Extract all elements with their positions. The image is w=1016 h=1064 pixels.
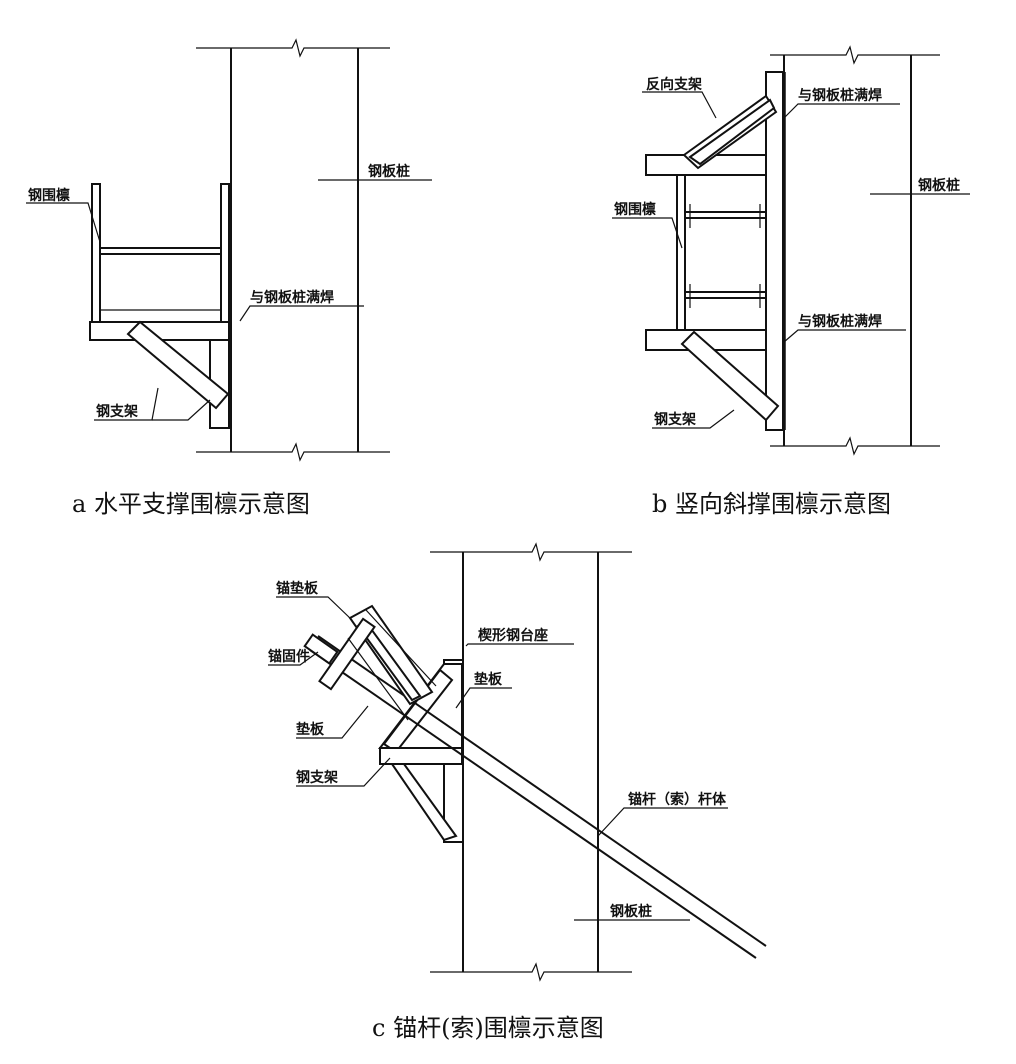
panel-c-pad-left-label: 垫板 [296,721,325,738]
panel-b-sheet-pile-label: 钢板桩 [918,177,960,194]
panel-b-weld-bottom-label: 与钢板桩满焊 [798,313,882,330]
panel-a-wale-label: 钢围檩 [28,187,70,204]
panel-c-sheet-pile-label: 钢板桩 [610,903,652,920]
panel-b-caption: b 竖向斜撑围檩示意图 [652,490,891,518]
panel-b-vertical-plate [765,71,784,431]
panel-b-reverse-bracket-label: 反向支架 [646,76,702,93]
panel-b-weld-top-label: 与钢板桩满焊 [798,87,882,104]
panel-a-bracket-label: 钢支架 [96,403,138,420]
panel-b: 反向支架 与钢板桩满焊 钢板桩 钢围檩 与钢板桩满焊 钢支架 b 竖向斜撑围檩示… [612,45,970,518]
panel-a-steel-bracket [89,320,232,429]
panel-c-anchor-body-label: 锚杆（索）杆体 [628,791,727,808]
panel-b-bracket-label: 钢支架 [654,411,696,428]
panel-c-wedge-seat [377,659,464,843]
panel-c: 锚垫板 锚固件 楔形钢台座 垫板 垫板 钢支架 锚杆（索）杆体 钢板桩 c 锚杆… [268,542,767,1042]
panel-b-reverse-bracket [645,94,778,176]
panel-b-sheet-pile [770,45,940,456]
panel-a-weld-label: 与钢板桩满焊 [250,289,334,306]
panel-c-wedge-seat-label: 楔形钢台座 [478,627,548,644]
panel-b-steel-bracket [645,329,780,422]
panel-a-sheet-pile-label: 钢板桩 [368,163,410,180]
panel-a-caption: a 水平支撑围檩示意图 [72,490,310,518]
panel-c-caption: c 锚杆(索)围檩示意图 [372,1014,604,1042]
panel-b-wale-label: 钢围檩 [614,201,656,218]
panel-c-steel-bracket [390,763,458,842]
panel-b-steel-wale [676,174,766,331]
panel-c-anchorage-label: 锚固件 [268,648,310,665]
panel-a-steel-wale [91,183,230,323]
panel-c-anchor-plate-label: 锚垫板 [276,580,319,597]
panel-c-anchorage [303,604,437,721]
panel-c-bracket-label: 钢支架 [296,769,338,786]
panel-c-anchor-rod [309,635,767,959]
panel-c-pad-right-label: 垫板 [474,671,503,688]
panel-a: 钢围檩 钢板桩 与钢板桩满焊 钢支架 a 水平支撑围檩示意图 [26,38,432,518]
